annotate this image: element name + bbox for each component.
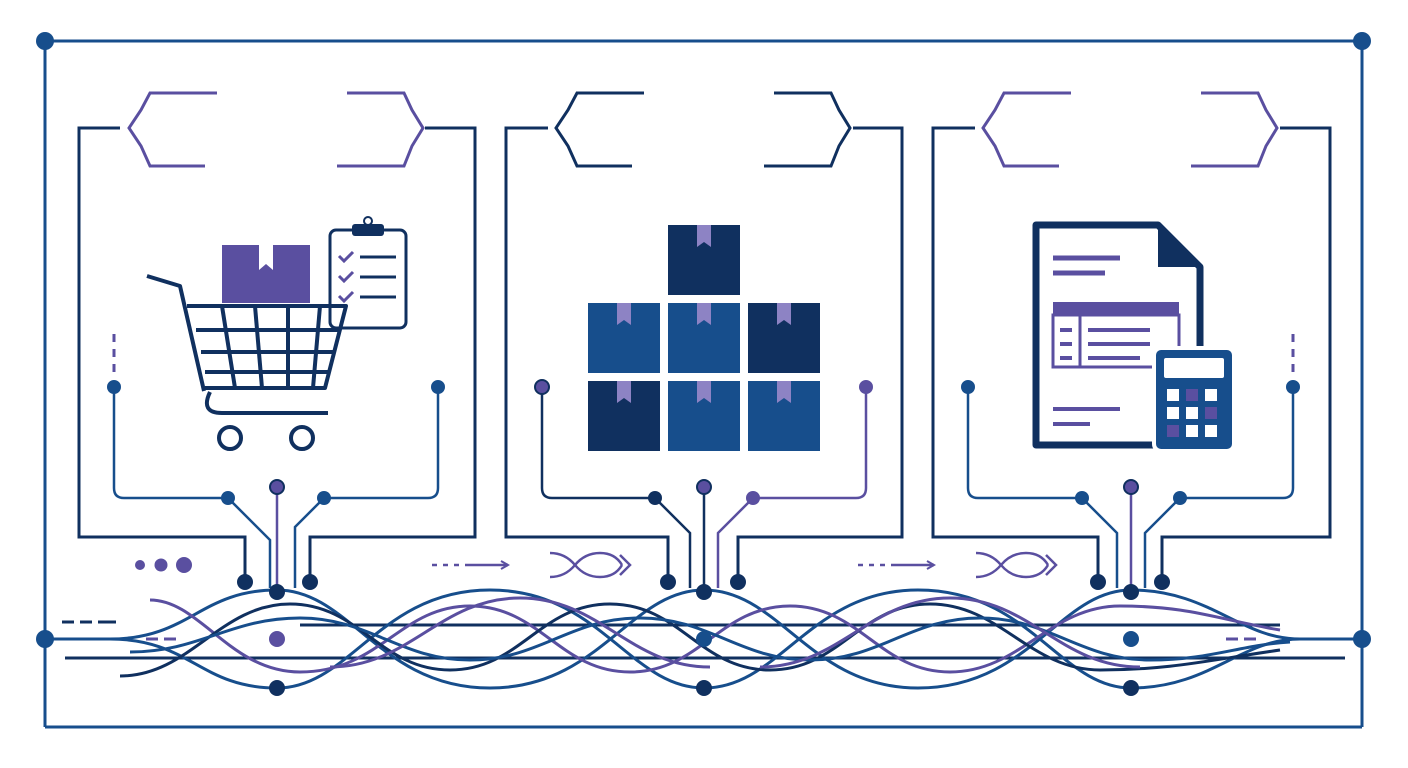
circuit-traces (112, 387, 440, 588)
circuit-traces (966, 387, 1295, 588)
clipboard-checklist-icon (328, 216, 408, 330)
dot-sequence-icon (135, 557, 192, 573)
calculator-icon (1152, 346, 1236, 453)
bracket-left-icon (981, 91, 1071, 168)
bracket-right-icon (337, 91, 425, 168)
bracket-left-icon (554, 91, 644, 168)
bus-junction-nodes (237, 574, 1170, 696)
circuit-nodes (534, 379, 873, 505)
circuit-nodes (961, 380, 1300, 505)
stacked-boxes-icon (588, 225, 820, 451)
braid-link-icon (549, 551, 632, 579)
corner-node (1353, 32, 1371, 50)
bracket-left-icon (127, 91, 217, 168)
frame-corner-nodes (36, 32, 1371, 648)
bracket-right-icon (764, 91, 852, 168)
panel-inventory (504, 91, 904, 588)
circuit-traces (540, 387, 868, 588)
package-box-icon (222, 245, 310, 303)
corner-node (36, 32, 54, 50)
outer-frame (43, 39, 1364, 729)
bracket-right-icon (1191, 91, 1279, 168)
circuit-nodes (107, 380, 445, 505)
shopping-cart-icon (146, 274, 348, 451)
panel-invoice (931, 91, 1332, 588)
braid-link-icon (975, 551, 1058, 579)
panel-order (77, 91, 477, 588)
